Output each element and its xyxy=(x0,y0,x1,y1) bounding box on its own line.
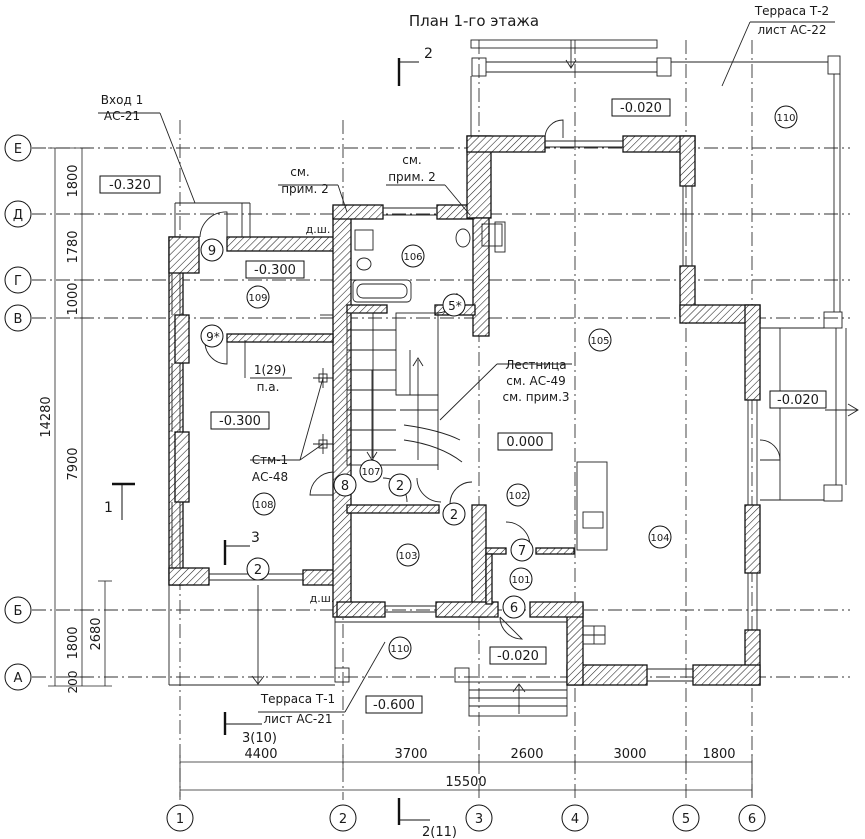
room-109: 109 xyxy=(248,293,267,304)
axis-B: Б xyxy=(14,604,23,619)
axis-5: 5 xyxy=(682,812,690,827)
level-terrace-2: -0.020 xyxy=(620,101,662,116)
dim-V-B: 7900 xyxy=(66,447,81,480)
walls xyxy=(168,135,761,686)
axis-E: Е xyxy=(14,142,22,157)
callout-note-1-line1: см. xyxy=(290,165,309,179)
callout-terrace-1-line1: Терраса Т-1 xyxy=(260,692,335,706)
axis-D: Д xyxy=(13,208,23,223)
label-dsh-bottom: д.ш. xyxy=(310,592,335,605)
level-terrace-right: -0.020 xyxy=(777,393,819,408)
dim-A-edge: 200 xyxy=(66,671,80,694)
room-105: 105 xyxy=(590,336,609,347)
door-marks: 9 9* 5* 8 2 2 7 6 2 xyxy=(200,238,534,619)
section-2-bottom: 2(11) xyxy=(422,825,457,839)
callout-note-1-line2: прим. 2 xyxy=(281,182,329,196)
section-3: 3 xyxy=(251,530,260,546)
dim-E-D: 1800 xyxy=(66,164,81,197)
level-porch: -0.020 xyxy=(497,649,539,664)
room-106: 106 xyxy=(403,252,422,263)
callouts: Вход 1 АС-21 Терраса Т-2 лист АС-22 см. … xyxy=(101,4,829,726)
dim-B-A: 1800 xyxy=(66,626,81,659)
dim-left-extra: 2680 xyxy=(89,617,104,650)
room-102: 102 xyxy=(508,491,527,502)
axis-3: 3 xyxy=(475,812,483,827)
callout-entry-1-line1: Вход 1 xyxy=(101,93,143,107)
room-107: 107 xyxy=(361,467,380,478)
callout-terrace-2-line2: лист АС-22 xyxy=(757,23,826,37)
dim-D-G: 1780 xyxy=(66,230,81,263)
level-hall: -0.300 xyxy=(254,263,296,278)
leader-lines xyxy=(98,21,835,713)
door-9: 9 xyxy=(208,244,216,259)
door-7: 7 xyxy=(518,544,526,559)
callout-note-2-line2: прим. 2 xyxy=(388,170,436,184)
room-110-top: 110 xyxy=(776,113,795,124)
axis-1: 1 xyxy=(176,812,184,827)
callout-note-2-line1: см. xyxy=(402,153,421,167)
level-garage: -0.300 xyxy=(219,414,261,429)
door-9-star: 9* xyxy=(206,330,220,344)
room-104: 104 xyxy=(650,533,669,544)
section-3-ref: 3(10) xyxy=(242,731,277,746)
door-2-garage: 2 xyxy=(254,563,262,578)
level-floor: 0.000 xyxy=(506,435,543,450)
callout-stair-line1: Лестница xyxy=(505,358,566,372)
room-103: 103 xyxy=(398,551,417,562)
section-2-top: 2 xyxy=(424,46,433,62)
door-5-star: 5* xyxy=(448,299,462,313)
callout-stair-line3: см. прим.3 xyxy=(502,390,569,404)
level-entry: -0.320 xyxy=(109,178,151,193)
callout-stm-line2: АС-48 xyxy=(252,470,288,484)
door-6: 6 xyxy=(510,601,518,616)
room-numbers: 110 106 109 105 107 108 102 103 104 101 … xyxy=(246,105,798,660)
callout-pa-line2: п.а. xyxy=(257,380,280,394)
callout-terrace-1-line2: лист АС-21 xyxy=(263,712,332,726)
bottom-dimensions: 4400 3700 2600 3000 1800 15500 xyxy=(179,747,753,797)
dim-5-6: 1800 xyxy=(702,747,735,762)
label-dsh-top: д.ш. xyxy=(306,223,331,236)
dim-1-2: 4400 xyxy=(244,747,277,762)
section-marks: 2 1 3 3(10) 2(11) xyxy=(104,46,457,839)
axis-V: В xyxy=(14,312,23,327)
dim-4-5: 3000 xyxy=(613,747,646,762)
dim-3-4: 2600 xyxy=(510,747,543,762)
section-1: 1 xyxy=(104,500,113,516)
dim-total: 15500 xyxy=(445,775,486,790)
axis-6: 6 xyxy=(748,812,756,827)
callout-entry-1-line2: АС-21 xyxy=(104,109,140,123)
dim-G-V: 1000 xyxy=(66,282,81,315)
door-2-stair: 2 xyxy=(396,479,404,494)
axis-2: 2 xyxy=(339,812,347,827)
room-101: 101 xyxy=(511,575,530,586)
room-110-bottom: 110 xyxy=(390,644,409,655)
plan-title: План 1-го этажа xyxy=(409,12,539,30)
door-2-hall: 2 xyxy=(450,508,458,523)
left-dimensions: 1800 1780 1000 7900 1800 200 14280 2680 xyxy=(39,147,112,694)
axis-4: 4 xyxy=(571,812,579,827)
axis-bubbles: Е Д Г В Б А 1 2 3 4 5 6 xyxy=(4,134,766,832)
callout-pa-line1: 1(29) xyxy=(254,363,286,377)
axis-lines xyxy=(32,40,850,800)
level-terrace-1: -0.600 xyxy=(373,698,415,713)
axis-G: Г xyxy=(14,274,22,289)
dim-left-total: 14280 xyxy=(39,396,54,437)
callout-stm-line1: Стм-1 xyxy=(252,453,288,467)
axis-A: А xyxy=(14,671,23,686)
window-lines xyxy=(168,39,859,717)
callout-terrace-2-line1: Терраса Т-2 xyxy=(754,4,829,18)
level-marks: -0.320 -0.300 -0.300 0.000 -0.020 -0.020… xyxy=(99,98,827,714)
callout-stair-line2: см. АС-49 xyxy=(506,374,565,388)
dim-2-3: 3700 xyxy=(394,747,427,762)
door-8: 8 xyxy=(341,479,349,494)
room-108: 108 xyxy=(254,500,273,511)
